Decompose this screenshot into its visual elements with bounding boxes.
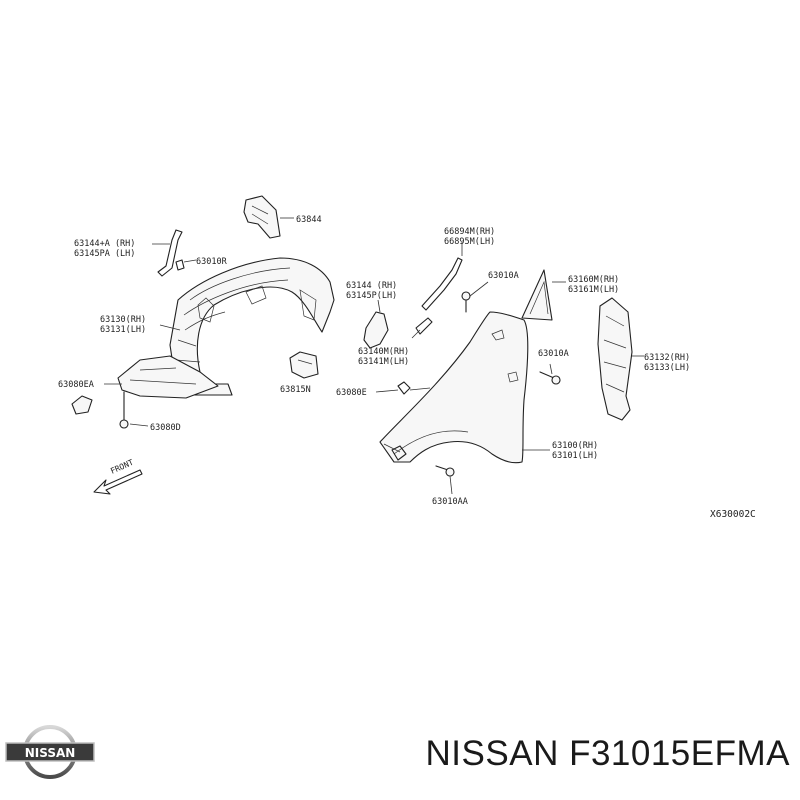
label-63010a-top: 63010A: [488, 271, 519, 281]
front-arrow-icon: [93, 469, 143, 495]
clip-63080ea: [71, 383, 122, 415]
bolt-63010aa: [435, 465, 455, 495]
front-fender: [379, 311, 529, 464]
label-63080d: 63080D: [150, 423, 181, 433]
nissan-logo: NISSAN: [5, 725, 95, 779]
bolt-63010a-mid: [539, 363, 561, 385]
logo-text: NISSAN: [25, 746, 76, 760]
front-label: FRONT: [109, 458, 135, 476]
label-63144a: 63144+A (RH): [74, 239, 135, 249]
label-63130: 63130(RH): [100, 315, 146, 325]
bracket-63844: [243, 195, 294, 239]
fender-liner: [117, 257, 335, 399]
finisher-63160m: [521, 269, 566, 321]
label-63161m: 63161M(LH): [568, 285, 619, 295]
label-63144: 63144 (RH): [346, 281, 397, 291]
brand-row: NISSAN NISSAN F31015EFMA: [0, 712, 800, 792]
clip-63010r: [175, 259, 197, 271]
label-63131: 63131(LH): [100, 325, 146, 335]
label-63010a-mid: 63010A: [538, 349, 569, 359]
label-63160m: 63160M(RH): [568, 275, 619, 285]
label-63132: 63132(RH): [644, 353, 690, 363]
bolt-63010a-top: [461, 281, 489, 313]
label-66895m: 66895M(LH): [444, 237, 495, 247]
bracket-63144: [363, 299, 389, 349]
label-63080ea: 63080EA: [58, 380, 94, 390]
clip-63140m: [411, 317, 433, 339]
label-63101: 63101(LH): [552, 451, 598, 461]
bracket-63815n: [289, 351, 319, 379]
label-63010r: 63010R: [196, 257, 228, 267]
seal-66894m: [421, 242, 463, 311]
screw-63080d: [119, 391, 149, 429]
bracket-63144a: [152, 229, 183, 277]
label-66894m: 66894M(RH): [444, 227, 495, 237]
label-63815n: 63815N: [280, 385, 311, 395]
label-63100: 63100(RH): [552, 441, 598, 451]
label-63010aa: 63010AA: [432, 497, 468, 507]
clip-63080e: [375, 381, 431, 395]
label-63080e: 63080E: [336, 388, 367, 398]
leader-63130: [159, 324, 181, 331]
label-63141m: 63141M(LH): [358, 357, 409, 367]
label-63133: 63133(LH): [644, 363, 690, 373]
label-63140m: 63140M(RH): [358, 347, 409, 357]
diagram-id: X630002C: [710, 509, 756, 520]
label-63844: 63844: [296, 215, 322, 225]
part-title: NISSAN F31015EFMA: [425, 734, 790, 773]
seal-63132: [597, 297, 644, 421]
label-63145p: 63145P(LH): [346, 291, 397, 301]
label-63145pa: 63145PA (LH): [74, 249, 135, 259]
